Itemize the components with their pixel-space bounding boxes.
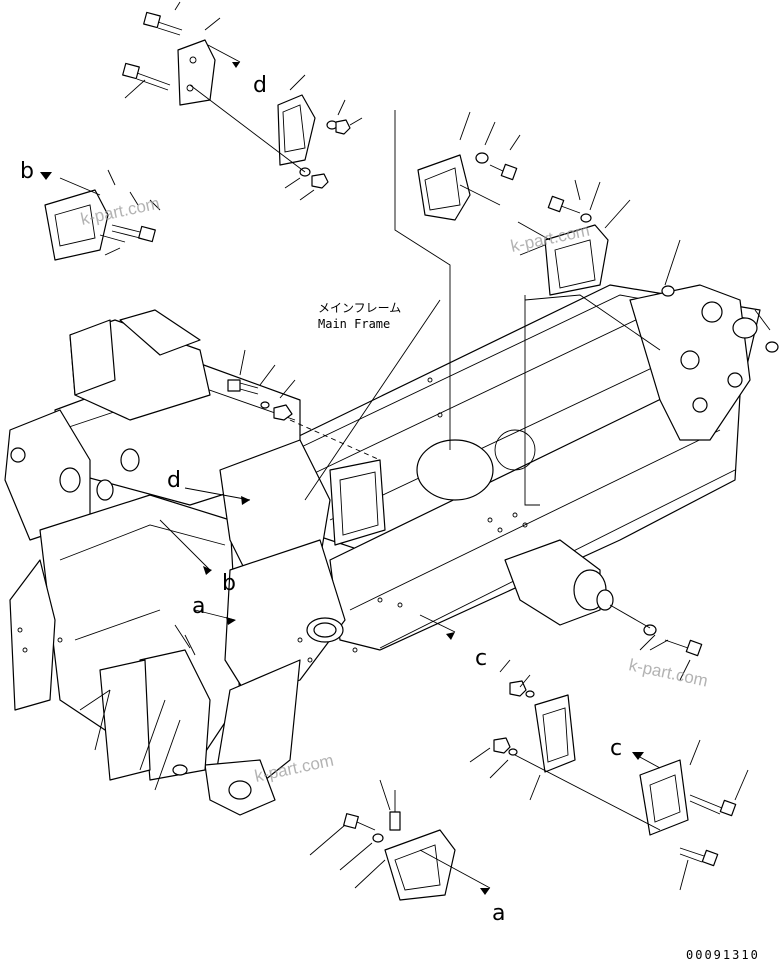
bolt-group-mid <box>227 299 441 501</box>
drawing-number: 00091310 <box>686 948 760 962</box>
arrow-icon <box>446 632 455 640</box>
washer-icon <box>260 401 270 409</box>
bolt-icon <box>664 639 703 657</box>
arrow-icon <box>232 62 240 68</box>
main-frame-label-en: Main Frame <box>318 317 390 331</box>
bracket-group-b <box>40 169 161 261</box>
bolt-icon <box>689 794 737 817</box>
bracket-group-a <box>79 487 491 901</box>
bolt-icon <box>547 195 581 214</box>
bolt-icon <box>489 163 518 181</box>
rivet-holes <box>17 377 528 663</box>
arrow-icon <box>241 496 250 505</box>
bracket-group-d <box>122 1 363 201</box>
bolt-icon <box>227 379 259 395</box>
arrow-icon <box>203 566 212 575</box>
ref-label-b: b <box>222 571 236 596</box>
ref-label-b: b <box>20 159 34 184</box>
nut-icon <box>273 404 293 421</box>
washer-icon <box>508 748 518 756</box>
washer-icon <box>643 624 657 636</box>
ref-label-a: a <box>192 594 205 619</box>
ref-label-d: d <box>253 73 267 98</box>
nut-icon <box>335 119 351 135</box>
arrow-icon <box>480 888 490 895</box>
main-frame-label-jp: メインフレーム <box>318 301 401 315</box>
nut-icon <box>311 173 329 189</box>
bolt-icon <box>122 62 171 91</box>
bolt-icon <box>143 11 183 36</box>
washer-icon <box>580 213 592 223</box>
arrow-icon <box>226 617 236 625</box>
ref-label-d: d <box>167 468 181 493</box>
ref-label-a: a <box>492 901 505 926</box>
main-frame <box>4 284 779 816</box>
ref-label-c: c <box>475 646 487 671</box>
bolt-icon <box>679 847 719 867</box>
washer-icon <box>525 690 535 698</box>
ref-label-c: c <box>610 736 622 761</box>
watermark: k-part.com <box>627 655 709 690</box>
washer-icon <box>475 152 489 164</box>
bracket-group-c <box>419 604 749 891</box>
arrow-icon <box>40 172 52 180</box>
bolt-icon <box>343 813 376 831</box>
washer-icon <box>372 833 384 843</box>
bolt-icon <box>111 224 156 243</box>
nut-icon <box>493 737 511 754</box>
bracket-group-center <box>394 110 771 506</box>
